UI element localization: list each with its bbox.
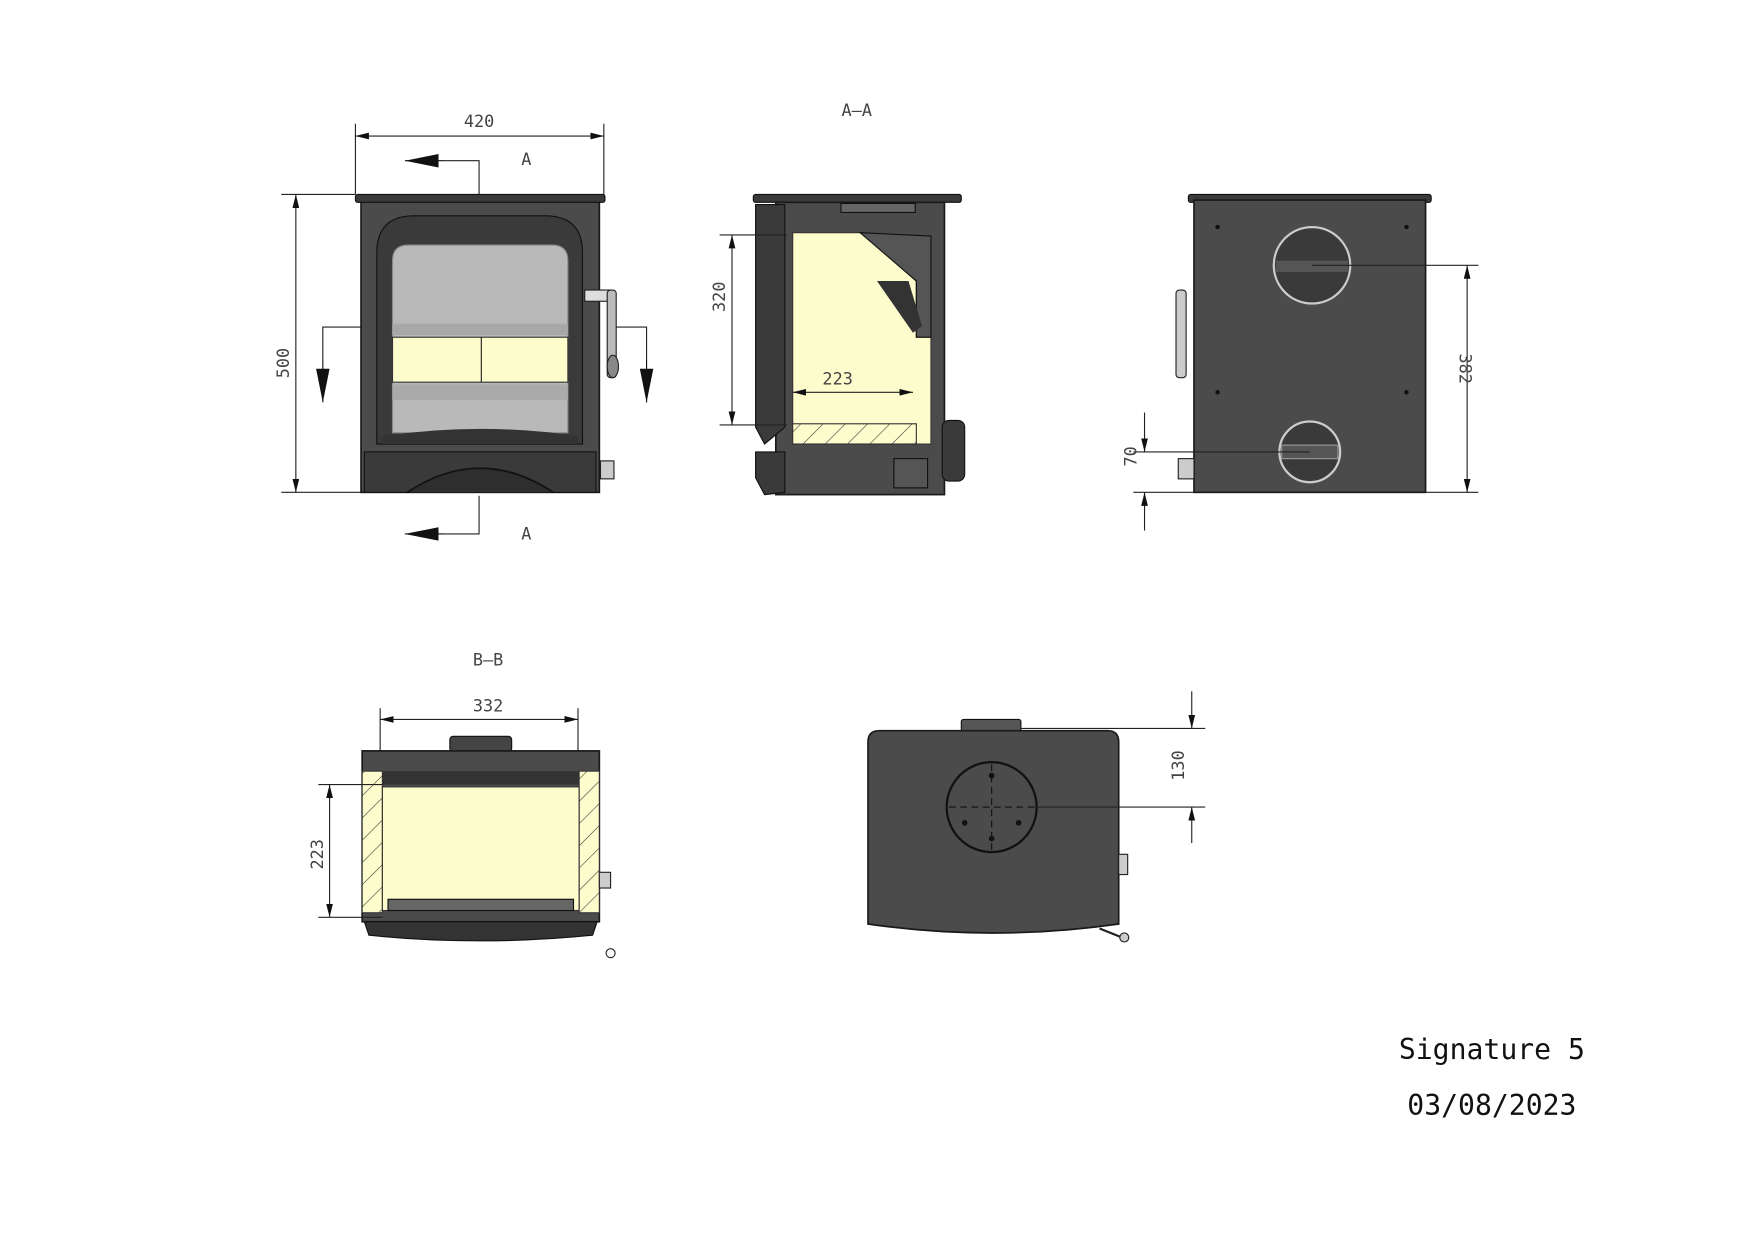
section-bb-depth-label: 223: [307, 839, 327, 869]
section-aa-title: A—A: [842, 100, 872, 120]
title-block: Signature 5 03/08/2023: [1399, 1033, 1585, 1122]
section-bb-title: B—B: [473, 649, 503, 669]
drawing-date: 03/08/2023: [1407, 1089, 1576, 1122]
firebox-plan: [381, 786, 580, 912]
section-bb-width-label: 332: [473, 696, 503, 716]
top-plate: [354, 193, 606, 203]
section-mark-top: A: [521, 149, 531, 169]
width-dimension-label: 420: [464, 111, 494, 131]
top-flue-offset-label: 130: [1168, 750, 1188, 780]
door-profile: [755, 204, 786, 445]
section-mark-bottom: A: [521, 524, 531, 544]
section-aa-height-label: 320: [709, 282, 729, 312]
firebrick: [391, 336, 569, 383]
rear-air-inlet-label: 70: [1121, 446, 1141, 466]
model-name: Signature 5: [1399, 1033, 1585, 1066]
section-b-b: B—B 332 223: [307, 649, 616, 959]
rear-flue-height-label: 382: [1455, 353, 1475, 383]
stove-top: [867, 729, 1120, 934]
section-aa-depth-label: 223: [822, 368, 852, 388]
rear-view: 382 70: [1121, 193, 1479, 531]
top-view: 130: [867, 691, 1206, 943]
front-view: 420 500 A A: [273, 111, 654, 544]
height-dimension-label: 500: [273, 348, 293, 378]
section-a-a: A—A 320 223: [709, 100, 966, 496]
